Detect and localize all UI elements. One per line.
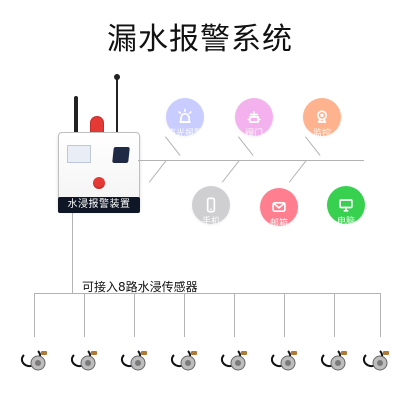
branch-bottom-2 [221,160,240,183]
water-sensor-icon [120,350,147,371]
branch-bottom-3 [288,160,307,183]
sensor-drop-4 [184,293,185,337]
water-sensor-4 [164,337,204,377]
water-sensor-5 [214,337,254,377]
mail-icon [272,202,286,212]
branch-bottom-1 [148,160,167,183]
sensor-capacity-note: 可接入8路水浸传感器 [82,280,198,294]
water-sensor-3 [114,337,154,377]
output-label-monitoring: 监控 [312,129,332,139]
antenna-left [74,96,78,138]
computer-icon [339,199,353,212]
sensor-bus-line [34,293,380,294]
output-valve [235,98,273,136]
sensor-drop-6 [284,293,285,337]
water-sensor-8 [356,337,396,377]
device-alarm-button [93,177,105,189]
output-computer [327,186,365,224]
sensor-drop-3 [134,293,135,337]
water-sensor-icon [362,350,389,371]
output-label-phone: 手机 [201,217,221,227]
alarm-light [90,116,104,134]
sensor-drop-2 [84,293,85,337]
antenna-right [116,74,118,138]
output-label-computer: 电脑 [336,217,356,227]
camera-icon [317,110,327,123]
alarm-siren-icon [178,108,192,123]
water-sensor-1 [14,337,54,377]
page-title: 漏水报警系统 [107,22,293,57]
water-sensor-icon [170,350,197,371]
sensor-drop-5 [234,293,235,337]
antenna-right-top [114,74,120,80]
water-sensor-2 [64,337,104,377]
water-sensor-7 [314,337,354,377]
phone-icon [206,197,216,213]
output-monitoring [303,98,341,136]
water-sensor-icon [20,350,47,371]
output-label-valve: 阀门 [244,129,264,139]
water-sensor-icon [70,350,97,371]
device-label: 水浸报警装置 [58,197,140,213]
device-badge [112,147,130,163]
output-label-mail: 邮箱 [269,219,289,229]
output-mail [260,188,298,226]
water-sensor-icon [320,350,347,371]
branch-top-3 [305,136,321,156]
water-sensor-icon [220,350,247,371]
valve-icon [247,111,261,123]
sensor-drop-8 [380,293,381,337]
sensor-drop-7 [334,293,335,337]
alarm-device [58,132,140,210]
output-audio-visual-alarm [166,98,204,136]
output-label-audio-visual-alarm: 声光报警 [166,129,204,139]
branch-top-1 [165,136,181,156]
sensor-drop-1 [34,293,35,337]
device-to-outputs-line [138,160,364,161]
water-sensor-6 [264,337,304,377]
output-phone [192,186,230,224]
branch-top-2 [238,136,254,156]
water-sensor-icon [270,350,297,371]
device-to-sensor-bus-line [72,213,73,293]
device-display [67,145,91,163]
